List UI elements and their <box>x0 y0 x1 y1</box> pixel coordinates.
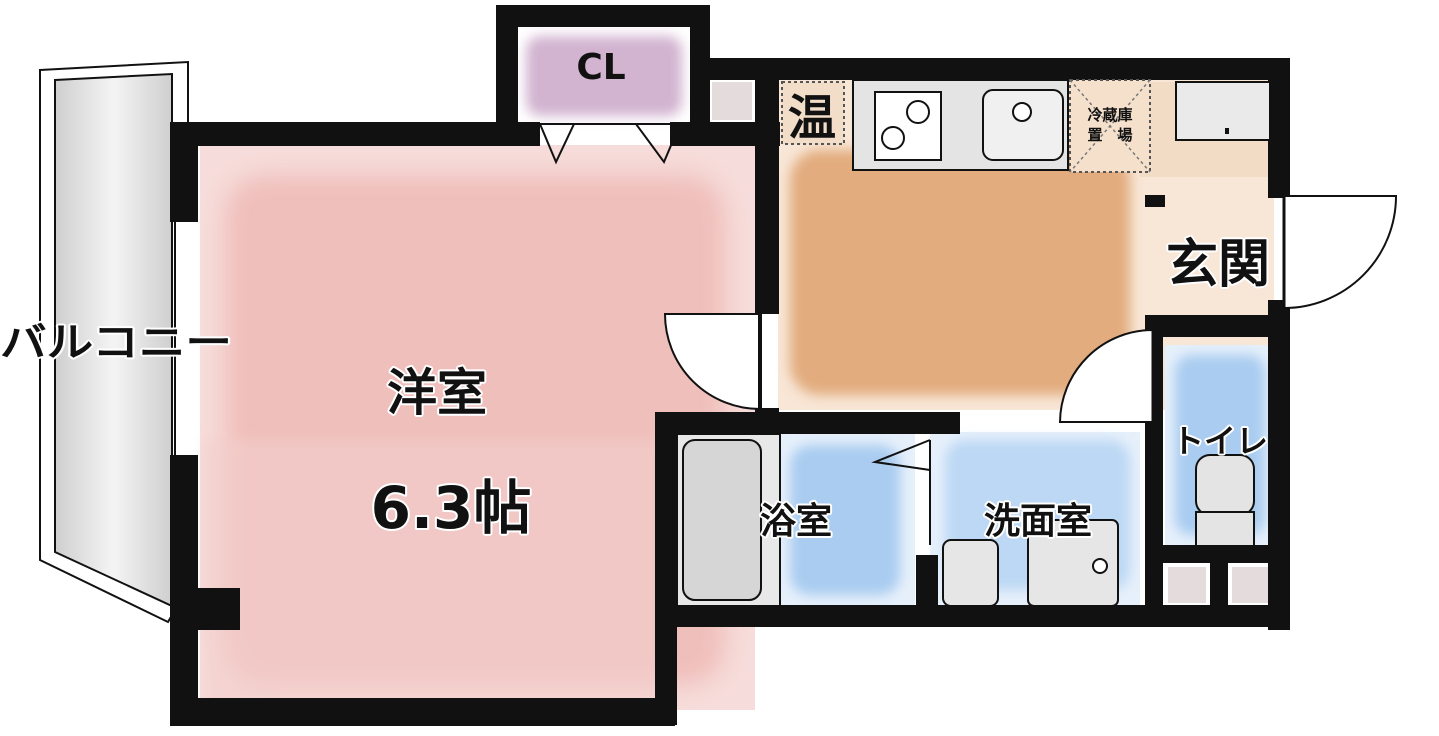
closet-floor <box>516 28 692 124</box>
entrance-label: 玄関 <box>1166 235 1270 295</box>
fridge-space-label-2: 置 場 <box>1087 126 1132 144</box>
toilet-label: トイレ <box>1172 422 1268 460</box>
utility-boxes <box>712 82 1268 603</box>
closet-doors <box>539 123 681 165</box>
vanity <box>1027 519 1119 607</box>
balcony-label: バルコニー <box>0 320 232 366</box>
fridge-space <box>1069 79 1151 173</box>
western-room-door <box>663 313 762 411</box>
toilet-door <box>1058 328 1155 423</box>
entrance-door <box>1282 195 1398 310</box>
bathroom-door <box>871 439 931 545</box>
kitchen-counter <box>852 79 1069 171</box>
washing-machine-space <box>942 539 999 607</box>
fridge-space-label-1: 冷蔵庫 <box>1087 106 1132 124</box>
western-room-floor <box>200 145 755 710</box>
closet-label: CL <box>576 47 625 88</box>
water-heater-space <box>781 81 845 145</box>
balcony <box>39 60 189 624</box>
bathroom-label: 浴室 <box>760 501 832 542</box>
toilet-fixture <box>1195 454 1255 547</box>
western-room-size-label: 6.3帖 <box>371 474 532 542</box>
washroom-label: 洗面室 <box>984 501 1092 542</box>
entrance-shelf <box>1175 81 1271 141</box>
western-room-label: 洋室 <box>387 364 487 422</box>
walls <box>170 5 1290 726</box>
water-heater-label: 温 <box>788 90 836 146</box>
bathtub <box>676 433 781 607</box>
